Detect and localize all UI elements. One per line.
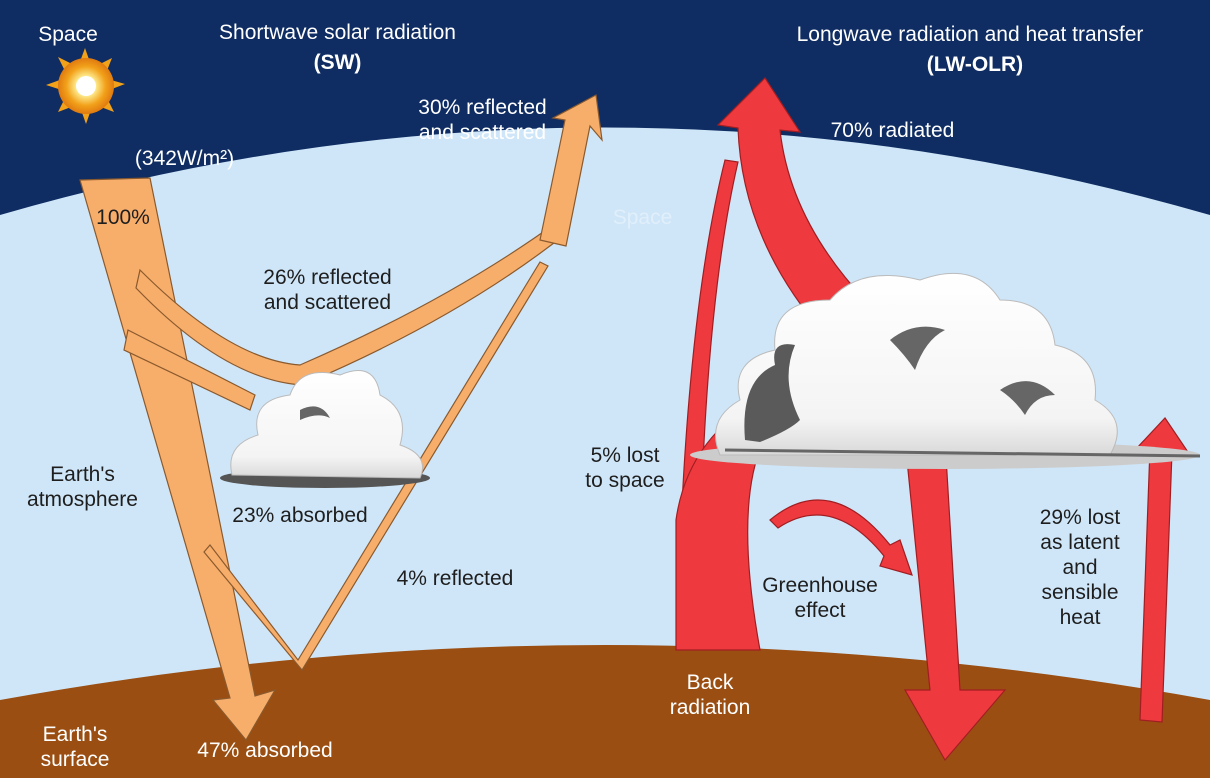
absorbed-47-label: 47% absorbed xyxy=(170,738,360,763)
radiated-70-label: 70% radiated xyxy=(805,118,980,143)
surface-label: Earth's surface xyxy=(20,722,130,772)
back-radiation-label: Back radiation xyxy=(640,670,780,720)
hundred-percent-label: 100% xyxy=(88,205,158,230)
atmosphere-label: Earth's atmosphere xyxy=(10,462,155,512)
lost-5-label: 5% lost to space xyxy=(570,443,680,493)
space-label: Space xyxy=(28,22,108,47)
longwave-title: Longwave radiation and heat transfer xyxy=(740,22,1200,47)
lost-29-label: 29% lost as latent and sensible heat xyxy=(1015,505,1145,630)
solar-input-label: (342W/m²) xyxy=(112,146,257,171)
absorbed-23-label: 23% absorbed xyxy=(210,503,390,528)
reflected-26-label: 26% reflected and scattered xyxy=(230,265,425,315)
reflected-4-label: 4% reflected xyxy=(370,566,540,591)
shortwave-title: Shortwave solar radiation xyxy=(175,20,500,45)
greenhouse-label: Greenhouse effect xyxy=(750,573,890,623)
space-faint-label: Space xyxy=(605,205,680,230)
reflected-30-label: 30% reflected and scattered xyxy=(395,95,570,145)
shortwave-abbrev: (SW) xyxy=(300,50,375,75)
longwave-abbrev: (LW-OLR) xyxy=(905,52,1045,77)
